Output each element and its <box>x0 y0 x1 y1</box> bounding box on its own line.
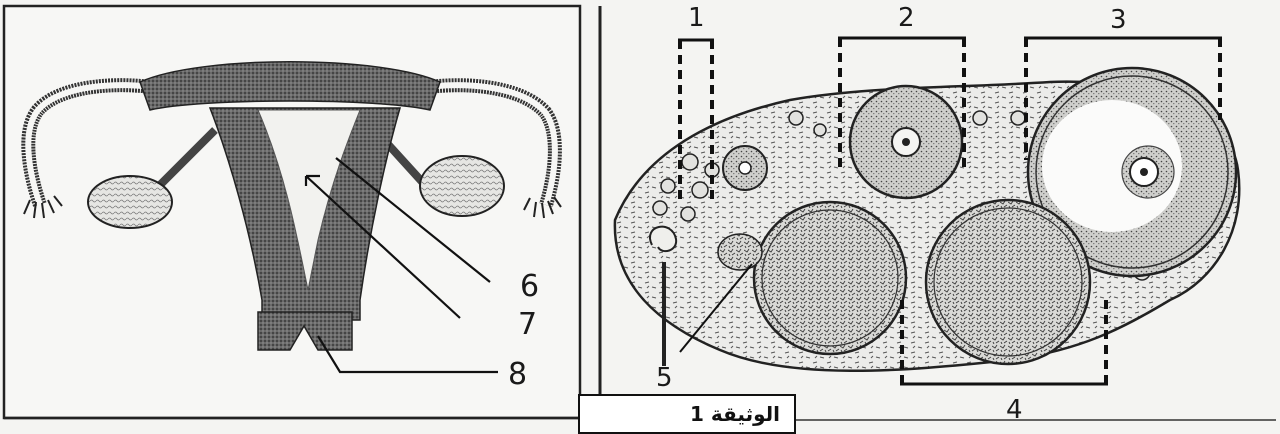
atretic-follicle <box>718 234 762 270</box>
document-caption: الوثيقة 1 <box>690 402 780 426</box>
uterus-panel: 6 7 8 <box>4 6 580 418</box>
right-ovary <box>420 156 504 216</box>
primary-follicle <box>723 146 767 190</box>
label-7: 7 <box>518 307 537 342</box>
label-1: 1 <box>688 3 705 33</box>
label-5: 5 <box>656 363 673 393</box>
secondary-follicle <box>850 86 962 198</box>
label-6: 6 <box>520 269 539 304</box>
document-caption-box: الوثيقة 1 <box>578 394 796 434</box>
left-ovary <box>88 176 172 228</box>
ovary-section-panel: 1 2 3 4 5 <box>600 3 1239 425</box>
label-3: 3 <box>1110 5 1127 35</box>
label-2: 2 <box>898 3 915 33</box>
corpus-luteum-right <box>926 200 1090 364</box>
corpus-luteum-left <box>754 202 906 354</box>
label-8: 8 <box>508 357 527 392</box>
